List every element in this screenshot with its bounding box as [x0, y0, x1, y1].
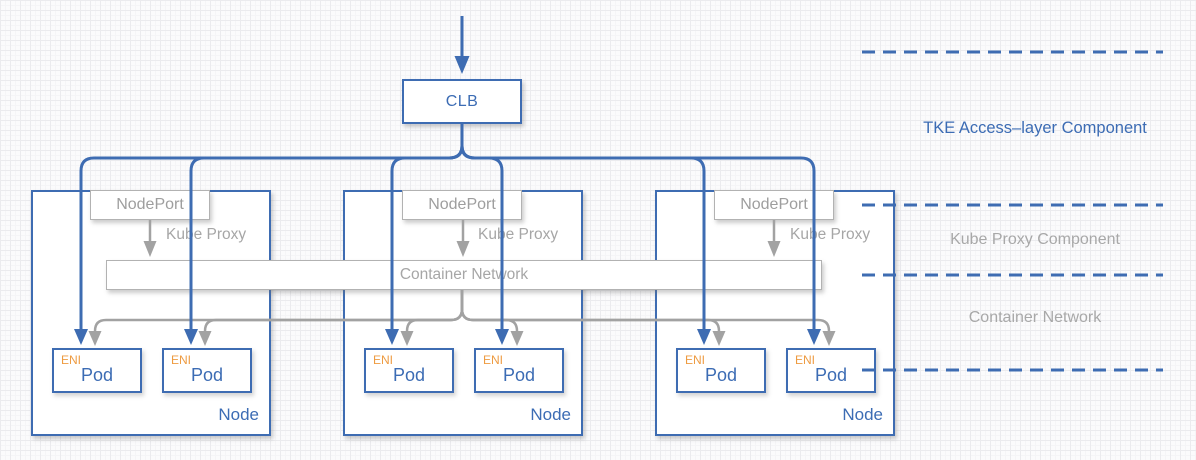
clb-inbound-arrow [454, 16, 470, 74]
pod-box-3: ENI Pod [364, 348, 454, 393]
kube-proxy-label-1: Kube Proxy [166, 226, 247, 243]
eni-badge: ENI [61, 353, 82, 367]
section-label-tke-access-layer: TKE Access–layer Component [923, 119, 1147, 137]
section-label-kube-proxy-component: Kube Proxy Component [950, 231, 1120, 248]
node-label-2: Node [530, 405, 571, 424]
pod-box-1: ENI Pod [52, 348, 142, 393]
container-network-bar-label: Container Network [399, 266, 529, 283]
pod-box-6: ENI Pod [786, 348, 876, 393]
blue-arrowhead-icon [454, 56, 470, 74]
node-box-2: NodePort Kube Proxy ENI Pod ENI Pod Node [343, 190, 583, 436]
kube-proxy-label-3: Kube Proxy [790, 226, 871, 243]
nodeport-label: NodePort [740, 196, 808, 213]
nodeport-label: NodePort [116, 196, 184, 213]
pod-label: Pod [502, 365, 536, 385]
node-box-1: NodePort Kube Proxy ENI Pod ENI Pod Node [31, 190, 271, 436]
eni-badge: ENI [483, 353, 504, 367]
section-label-container-network: Container Network [968, 309, 1102, 326]
pod-label: Pod [392, 365, 426, 385]
pod-box-4: ENI Pod [474, 348, 564, 393]
container-network-bar: Container Network [106, 260, 822, 290]
node-label-3: Node [842, 405, 883, 424]
pod-label: Pod [80, 365, 114, 385]
pod-box-5: ENI Pod [676, 348, 766, 393]
pod-box-2: ENI Pod [162, 348, 252, 393]
nodeport-box-1: NodePort [90, 190, 210, 220]
eni-badge: ENI [795, 353, 816, 367]
eni-badge: ENI [373, 353, 394, 367]
clb-box: CLB [402, 79, 522, 124]
pod-label: Pod [704, 365, 738, 385]
nodeport-label: NodePort [428, 196, 496, 213]
pod-label: Pod [190, 365, 224, 385]
pod-label: Pod [814, 365, 848, 385]
node-box-3: NodePort Kube Proxy ENI Pod ENI Pod Node [655, 190, 895, 436]
eni-badge: ENI [685, 353, 706, 367]
node-label-1: Node [218, 405, 259, 424]
nodeport-box-2: NodePort [402, 190, 522, 220]
kube-proxy-label-2: Kube Proxy [478, 226, 559, 243]
nodeport-box-3: NodePort [714, 190, 834, 220]
clb-label: CLB [445, 92, 479, 110]
eni-badge: ENI [171, 353, 192, 367]
